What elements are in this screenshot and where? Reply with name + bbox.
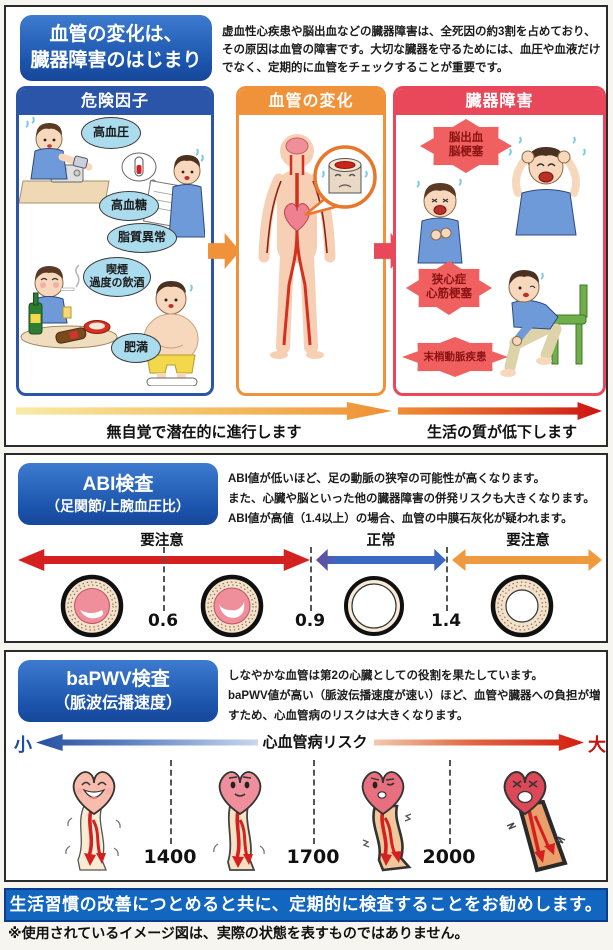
progress-caption-right: 生活の質が低下します: [426, 424, 577, 441]
organ-damage-illustration: [416, 136, 588, 377]
panel-vessel-change: 血管の変化: [236, 86, 386, 396]
abi-title-box: ABI検査 （足関節/上腕血圧比）: [18, 463, 218, 525]
bapwv-threshold-line-2000: [449, 760, 451, 844]
blood-test-scene: [121, 148, 206, 238]
abi-label-normal: 正常: [366, 533, 396, 549]
heart-character-flexible: [65, 771, 121, 871]
panel-vessel-title: 血管の変化: [239, 89, 383, 115]
recommendation-banner: 生活習慣の改善につとめると共に、定期的に検査することをお勧めします。: [4, 888, 608, 922]
abi-arrow-normal-icon: [316, 549, 446, 571]
overview-description: 虚血性心疾患や脳出血などの臓器障害は、全死因の約3割を占めており、その原因は血管…: [222, 25, 601, 75]
abi-value-14: 1.4: [430, 611, 462, 631]
panel-organ-illustration: 脳出血 脳梗塞 狭心症 心筋梗塞 末梢動脈疾患: [396, 115, 603, 393]
overview-title-text: 血管の変化は、 臓器障害のはじまり: [30, 24, 202, 71]
progress-caption-left: 無自覚で潜在的に進行します: [106, 424, 302, 441]
bapwv-description: しなやかな血管は第2の心臓としての役割を果たしています。 baPWV値が高い（脈…: [228, 669, 601, 722]
bapwv-arrow-high-icon: [374, 734, 584, 751]
bapwv-subtitle: （脈波伝播速度）: [53, 695, 182, 713]
bapwv-arrow-low-icon: [36, 734, 258, 751]
panel-risk-factors: 危険因子: [16, 86, 214, 396]
bapwv-threshold-line-1700: [313, 760, 315, 844]
section-bapwv: baPWV検査 （脈波伝播速度） しなやかな血管は第2の心臓としての役割を果たし…: [4, 650, 608, 882]
bapwv-value-2000: 2000: [422, 846, 476, 868]
abi-subtitle: （足関節/上腕血圧比）: [46, 498, 190, 515]
heart-character-distressed: [503, 771, 568, 873]
smoking-drinking-scene: [20, 264, 118, 349]
leg-pain-person: [500, 270, 588, 377]
abi-threshold-line-14: [446, 547, 448, 611]
risk-factors-illustration: [19, 116, 206, 387]
abi-label-caution-high: 要注意: [506, 533, 550, 549]
section-abi: ABI検査 （足関節/上腕血圧比） ABI値が低いほど、足の動脈の狭窄の可能性が…: [4, 453, 608, 643]
abi-threshold-line-06: [163, 547, 165, 611]
bapwv-title: baPWV検査: [66, 669, 170, 691]
bapwv-scale-max: 大: [588, 735, 606, 755]
burst-stroke: 脳出血 脳梗塞: [420, 119, 512, 173]
bapwv-scale-min: 小: [14, 735, 32, 755]
vessel-normal: [344, 576, 404, 636]
bapwv-title-box: baPWV検査 （脈波伝播速度）: [18, 660, 218, 722]
bp-measure-scene: [19, 116, 110, 204]
progress-arrow-left-icon: [16, 402, 392, 420]
panel-risk-illustration: 高血圧 高血糖 脂質異常 喫煙 過度の飲酒 肥満: [19, 115, 211, 393]
vessel-calcified: [490, 574, 554, 638]
abi-arrow-caution-high-icon: [452, 549, 602, 571]
bapwv-risk-label: 心血管病リスク: [262, 734, 368, 751]
abi-value-06: 0.6: [147, 611, 179, 631]
chest-pain-person: [416, 178, 463, 264]
panel-risk-title: 危険因子: [19, 89, 211, 115]
blood-vessels: [266, 137, 328, 346]
headache-person: [508, 136, 586, 236]
disclaimer-note: ※使用されているイメージ図は、実際の状態を表すものではありません。: [8, 925, 469, 941]
vessel-blocked-moderate: [200, 574, 264, 638]
bubble-obesity: 肥満: [111, 333, 161, 363]
burst-pad: 末梢動脈疾患: [402, 337, 508, 377]
abi-description: ABI値が低いほど、足の動脈の狭窄の可能性が高くなります。 また、心臓や脳といっ…: [228, 472, 595, 525]
panel-vessel-illustration: [239, 115, 383, 393]
magnified-damaged-vessel: [304, 145, 377, 217]
bapwv-value-1700: 1700: [286, 846, 340, 868]
bapwv-threshold-line-1400: [170, 760, 172, 844]
abi-title: ABI検査: [82, 473, 154, 495]
bubble-high-blood-sugar: 高血糖: [99, 191, 159, 221]
bubble-hypertension: 高血圧: [81, 117, 141, 149]
panel-organ-title: 臓器障害: [396, 89, 603, 115]
abi-label-caution-low: 要注意: [140, 533, 184, 549]
progress-arrow-right-icon: [398, 402, 602, 420]
bapwv-value-1400: 1400: [143, 846, 197, 868]
panel-organ-damage: 臓器障害: [393, 86, 606, 396]
obesity-scene: [143, 281, 199, 387]
vessel-cross-sections: [60, 574, 554, 638]
body-vessels-illustration: [258, 134, 377, 359]
abi-threshold-line-09: [310, 547, 312, 611]
bubble-smoking-drinking: 喫煙 過度の飲酒: [83, 257, 151, 297]
heart-character-calm: [213, 771, 265, 871]
heart-character-worried: [361, 771, 412, 872]
bubble-dyslipidemia: 脂質異常: [107, 223, 177, 253]
abi-value-09: 0.9: [294, 611, 326, 631]
burst-heart-attack: 狭心症 心筋梗塞: [406, 261, 492, 315]
overview-title: 血管の変化は、 臓器障害のはじまり: [20, 15, 212, 81]
vessel-blocked-severe: [60, 574, 124, 638]
section-overview: 血管の変化は、 臓器障害のはじまり 虚血性心疾患や脳出血などの臓器障害は、全死因…: [4, 5, 608, 447]
